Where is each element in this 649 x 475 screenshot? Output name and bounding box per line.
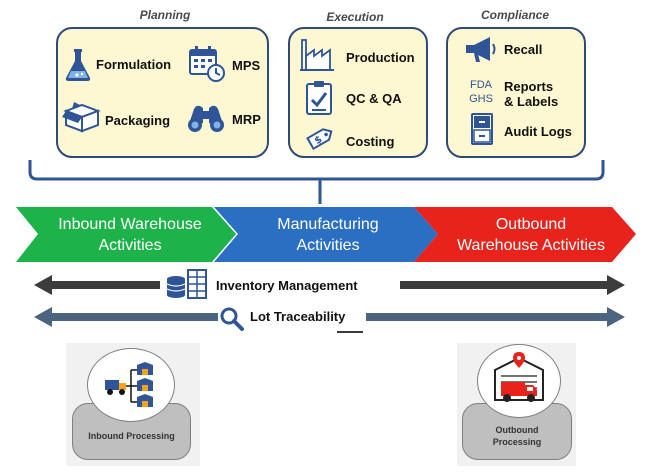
inventory-arrow [34,275,625,295]
flask-icon [65,49,91,81]
execution-title: Execution [326,10,384,24]
mrp-label: MRP [232,112,261,127]
outbound-text-line1: Outbound [495,216,567,233]
manufacturing-text-line2: Activities [296,237,360,254]
checklist-icon [306,81,332,115]
inventory-management-label: Inventory Management [210,278,364,293]
factory-icon [300,39,334,71]
outbound-processing-label-line2: Processing [492,437,542,447]
lot-underline [337,331,363,333]
binoculars-icon [188,105,224,132]
database-icon [166,269,207,299]
lot-traceability-label: Lot Traceability [244,309,352,324]
production-label: Production [346,50,415,65]
file-cabinet-icon [471,113,493,145]
planning-box [56,27,269,158]
megaphone-icon [466,37,496,62]
mps-label: MPS [232,58,261,73]
grouping-bracket [28,160,605,204]
costing-label: Costing [346,134,395,149]
outbound-text-line2: Warehouse Activities [457,237,605,254]
inbound-distribution-icon [105,362,153,407]
fda-label: FDA [470,79,492,91]
price-tag-icon: $ [306,128,333,151]
reports-label-line1: Reports [504,79,554,94]
formulation-label: Formulation [96,57,172,72]
inbound-processing-label: Inbound Processing [88,431,175,441]
outbound-processing-label-line1: Outbound [495,425,539,435]
packaging-label: Packaging [105,113,171,128]
lot-arrow [34,307,625,327]
ghs-label: GHS [469,93,493,105]
calendar-clock-icon [189,46,225,82]
outbound-chevron [414,207,636,262]
arrows-layer [34,275,625,327]
inbound-chevron [16,207,236,262]
process-flow [16,207,636,262]
package-icon [62,102,101,133]
reports-label-line2: & Labels [504,94,559,109]
planning-title: Planning [139,8,191,22]
outbound-truck-warehouse-icon [494,352,544,402]
inbound-text-line2: Activities [98,237,162,254]
manufacturing-chevron [214,207,438,262]
svg-text:$: $ [313,134,325,147]
magnifier-icon [220,307,244,331]
recall-label: Recall [504,42,543,57]
manufacturing-text-line1: Manufacturing [277,216,379,233]
audit-logs-label: Audit Logs [504,124,572,139]
compliance-title: Compliance [480,8,549,22]
inbound-text-line1: Inbound Warehouse [58,216,202,233]
qc-qa-label: QC & QA [346,91,402,106]
